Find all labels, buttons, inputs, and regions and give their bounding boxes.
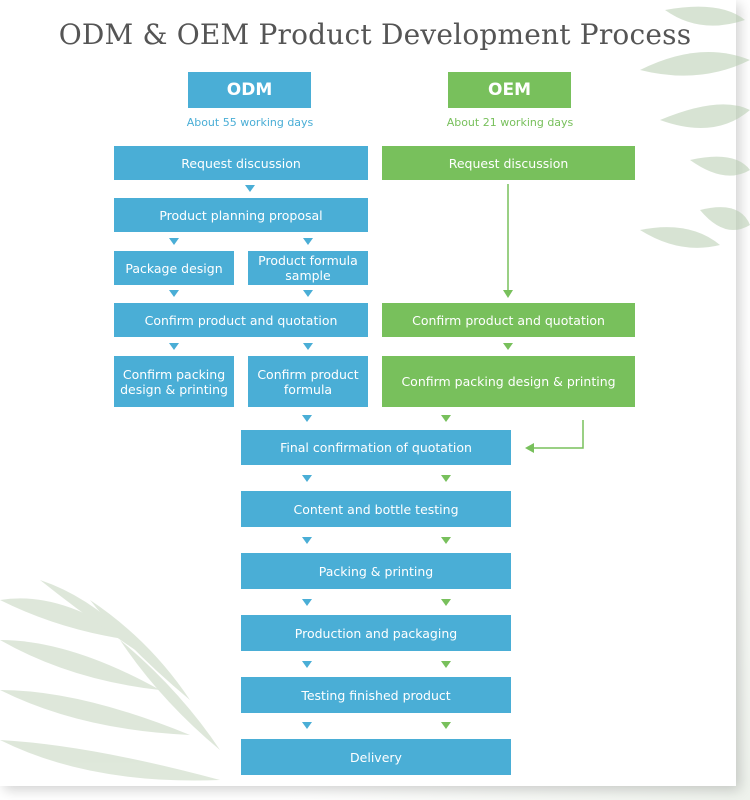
odm-request-discussion: Request discussion <box>114 146 368 180</box>
arrow-down-icon <box>303 238 313 245</box>
odm-confirm-packing: Confirm packing design & printing <box>114 356 234 407</box>
arrow-down-icon <box>302 475 312 482</box>
arrow-down-icon <box>441 537 451 544</box>
packing-printing: Packing & printing <box>241 553 511 589</box>
odm-product-planning: Product planning proposal <box>114 198 368 232</box>
arrow-down-icon <box>302 722 312 729</box>
odm-package-design: Package design <box>114 251 234 285</box>
oem-confirm-packing: Confirm packing design & printing <box>382 356 635 407</box>
production-packaging: Production and packaging <box>241 615 511 651</box>
odm-formula-sample: Product formula sample <box>248 251 368 285</box>
content-bottle-testing: Content and bottle testing <box>241 491 511 527</box>
odm-header: ODM <box>188 72 311 108</box>
arrow-down-icon <box>302 537 312 544</box>
arrow-down-icon <box>303 343 313 350</box>
arrow-down-icon <box>169 290 179 297</box>
oem-duration: About 21 working days <box>446 116 574 129</box>
arrow-down-icon <box>441 661 451 668</box>
odm-duration: About 55 working days <box>186 116 314 129</box>
oem-header: OEM <box>448 72 571 108</box>
page-title: ODM & OEM Product Development Process <box>58 18 692 51</box>
arrow-down-icon <box>169 343 179 350</box>
arrow-down-icon <box>169 238 179 245</box>
arrow-down-icon <box>245 185 255 192</box>
arrow-down-icon <box>302 661 312 668</box>
odm-confirm-quotation: Confirm product and quotation <box>114 303 368 337</box>
arrow-down-icon <box>441 475 451 482</box>
delivery: Delivery <box>241 739 511 775</box>
arrow-down-icon <box>503 343 513 350</box>
testing-finished-product: Testing finished product <box>241 677 511 713</box>
oem-confirm-quotation: Confirm product and quotation <box>382 303 635 337</box>
arrow-down-icon <box>441 722 451 729</box>
oem-request-discussion: Request discussion <box>382 146 635 180</box>
arrow-down-icon <box>302 415 312 422</box>
arrow-down-icon <box>303 290 313 297</box>
arrow-down-icon <box>302 599 312 606</box>
odm-confirm-formula: Confirm product formula <box>248 356 368 407</box>
arrow-down-icon <box>441 415 451 422</box>
final-quotation-confirmation: Final confirmation of quotation <box>241 430 511 465</box>
arrow-down-icon <box>441 599 451 606</box>
